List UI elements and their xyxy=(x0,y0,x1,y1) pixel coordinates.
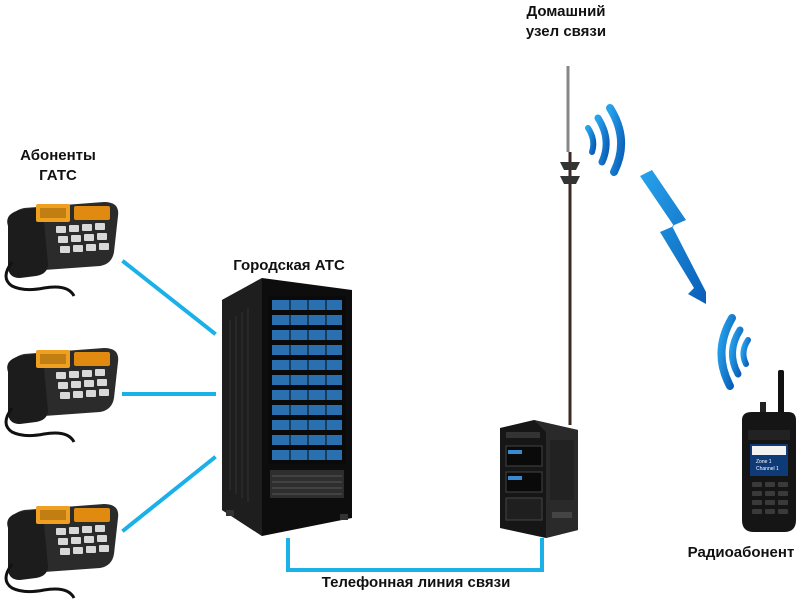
repeater-icon xyxy=(500,420,578,538)
phone3-link xyxy=(121,455,217,533)
phone-line-label: Телефонная линия связи xyxy=(321,574,511,591)
antenna-icon xyxy=(560,66,580,425)
connection-lines xyxy=(121,259,544,572)
home-node-label-line1: Домашний xyxy=(526,3,606,20)
rack-units xyxy=(272,300,342,460)
desk-phone-icon xyxy=(4,202,119,297)
radio-waves-icon xyxy=(717,314,751,390)
home-node-label: Домашний узел связи xyxy=(506,2,626,42)
subscribers-label: Абоненты ГАТС xyxy=(6,146,110,186)
radio-screen-line1: Zone 1 xyxy=(756,459,772,465)
desk-phone-icon xyxy=(4,346,120,444)
radio-subscriber-label: Радиоабонент xyxy=(687,544,795,561)
phone1-link xyxy=(121,259,217,336)
home-node-label-line2: узел связи xyxy=(525,23,607,40)
server-rack-icon xyxy=(222,278,352,536)
subscribers-label-line2: ГАТС xyxy=(39,167,77,184)
radio-screen-line2: Channel 1 xyxy=(756,466,779,472)
desk-phone-icon xyxy=(4,502,120,600)
subscribers-label-line1: Абоненты xyxy=(20,147,96,164)
lightning-bolt-icon xyxy=(640,170,706,304)
radio-waves-icon xyxy=(585,104,626,176)
handheld-radio-icon: Zone 1 Channel 1 xyxy=(742,370,796,532)
phone-line-link xyxy=(286,538,544,572)
city-pbx-label: Городская АТС xyxy=(233,257,345,274)
